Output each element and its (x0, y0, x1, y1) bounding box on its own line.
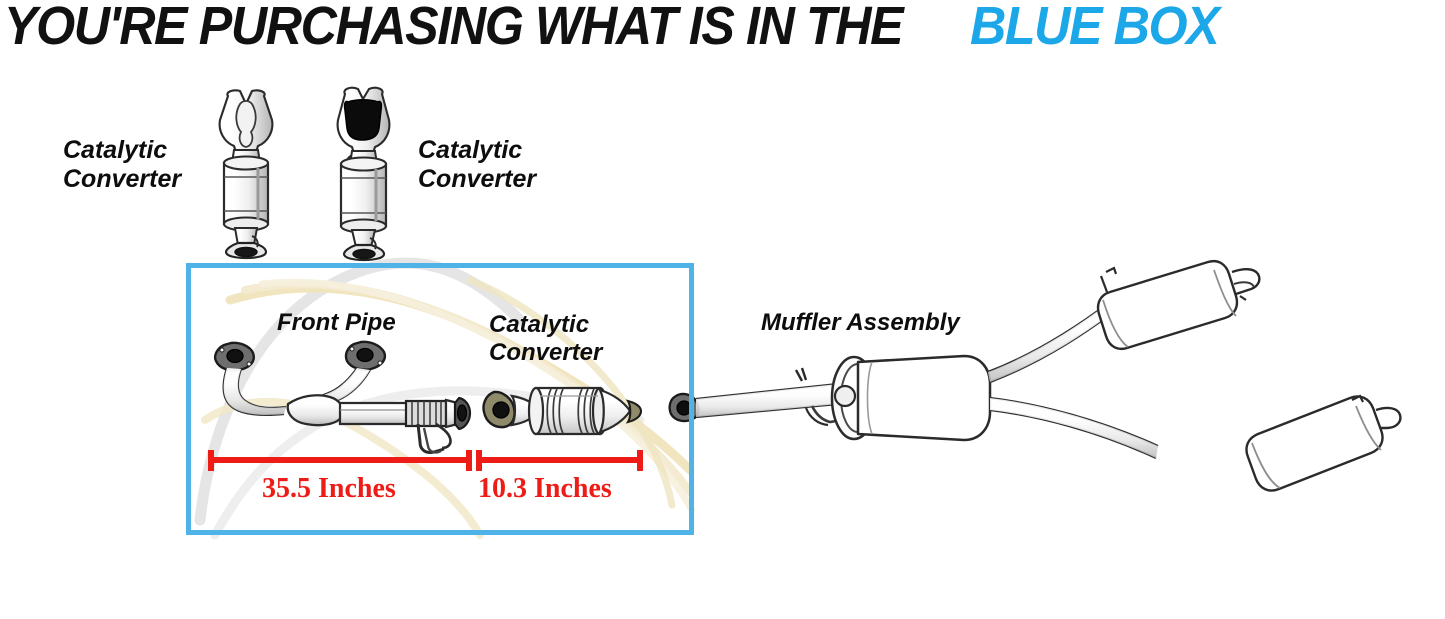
muffler-assembly-part (668, 260, 1402, 492)
banner-accent-text: BLUE BOX (969, 0, 1220, 56)
label-catalytic-converter-left: Catalytic Converter (63, 136, 182, 193)
dimension-catalytic-converter-length: 10.3 Inches (478, 473, 612, 504)
dimension-front-pipe-length: 35.5 Inches (262, 473, 396, 504)
label-catalytic-converter-boxed: Catalytic Converter (489, 311, 603, 366)
catalytic-converter-part-2 (336, 86, 391, 262)
rear-muffler-lower (1245, 394, 1402, 492)
rear-muffler-upper (1096, 260, 1261, 350)
label-front-pipe: Front Pipe (277, 309, 396, 336)
label-muffler-assembly: Muffler Assembly (761, 309, 960, 336)
banner-main-text: YOU'RE PURCHASING WHAT IS IN THE (4, 0, 904, 56)
banner-headline: YOU'RE PURCHASING WHAT IS IN THE BLUE BO… (0, 0, 1445, 56)
catalytic-converter-part-1 (218, 89, 274, 260)
label-catalytic-converter-right: Catalytic Converter (418, 136, 537, 193)
